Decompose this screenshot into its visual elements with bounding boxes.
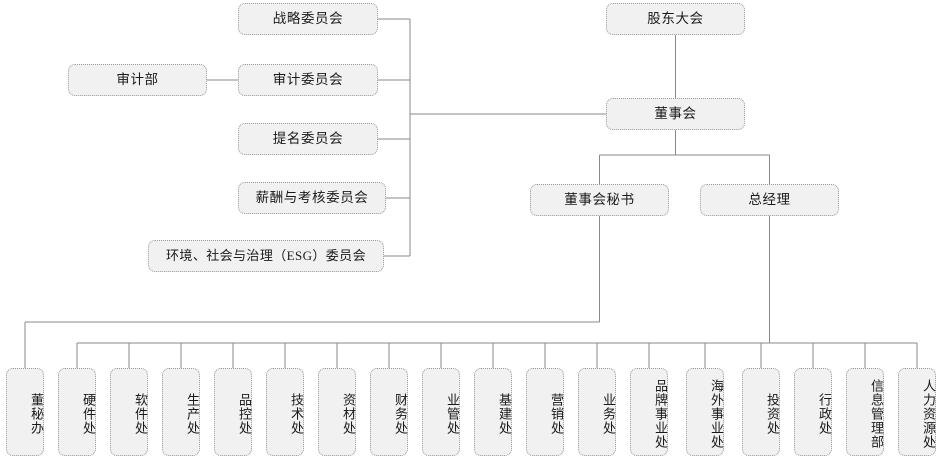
node-committee-0[interactable]: 战略委员会: [238, 3, 378, 35]
node-committee-3[interactable]: 薪酬与考核委员会: [238, 182, 386, 214]
node-department-10[interactable]: 营销处: [526, 368, 564, 456]
node-department-1[interactable]: 硬件处: [58, 368, 96, 456]
node-department-0[interactable]: 董秘办: [6, 368, 44, 456]
node-department-2[interactable]: 软件处: [110, 368, 148, 456]
node-audit-department[interactable]: 审计部: [68, 64, 207, 96]
node-department-11[interactable]: 业务处: [578, 368, 616, 456]
node-committee-2[interactable]: 提名委员会: [238, 123, 378, 155]
node-department-15[interactable]: 行政处: [794, 368, 832, 456]
node-shareholders-meeting[interactable]: 股东大会: [606, 3, 745, 35]
node-department-16[interactable]: 信息管理部: [846, 368, 884, 456]
node-department-8[interactable]: 业管处: [422, 368, 460, 456]
node-board-secretary[interactable]: 董事会秘书: [530, 184, 669, 216]
node-committee-1[interactable]: 审计委员会: [238, 64, 378, 96]
node-department-4[interactable]: 品控处: [214, 368, 252, 456]
node-department-3[interactable]: 生产处: [162, 368, 200, 456]
node-department-7[interactable]: 财务处: [370, 368, 408, 456]
node-department-5[interactable]: 技术处: [266, 368, 304, 456]
node-department-12[interactable]: 品牌事业处: [630, 368, 668, 456]
node-department-14[interactable]: 投资处: [742, 368, 780, 456]
node-board-of-directors[interactable]: 董事会: [606, 98, 745, 130]
node-department-6[interactable]: 资材处: [318, 368, 356, 456]
node-department-9[interactable]: 基建处: [474, 368, 512, 456]
node-department-13[interactable]: 海外事业处: [686, 368, 724, 456]
node-department-17[interactable]: 人力资源处: [898, 368, 936, 456]
node-committee-4[interactable]: 环境、社会与治理（ESG）委员会: [148, 240, 384, 272]
node-general-manager[interactable]: 总经理: [700, 184, 839, 216]
